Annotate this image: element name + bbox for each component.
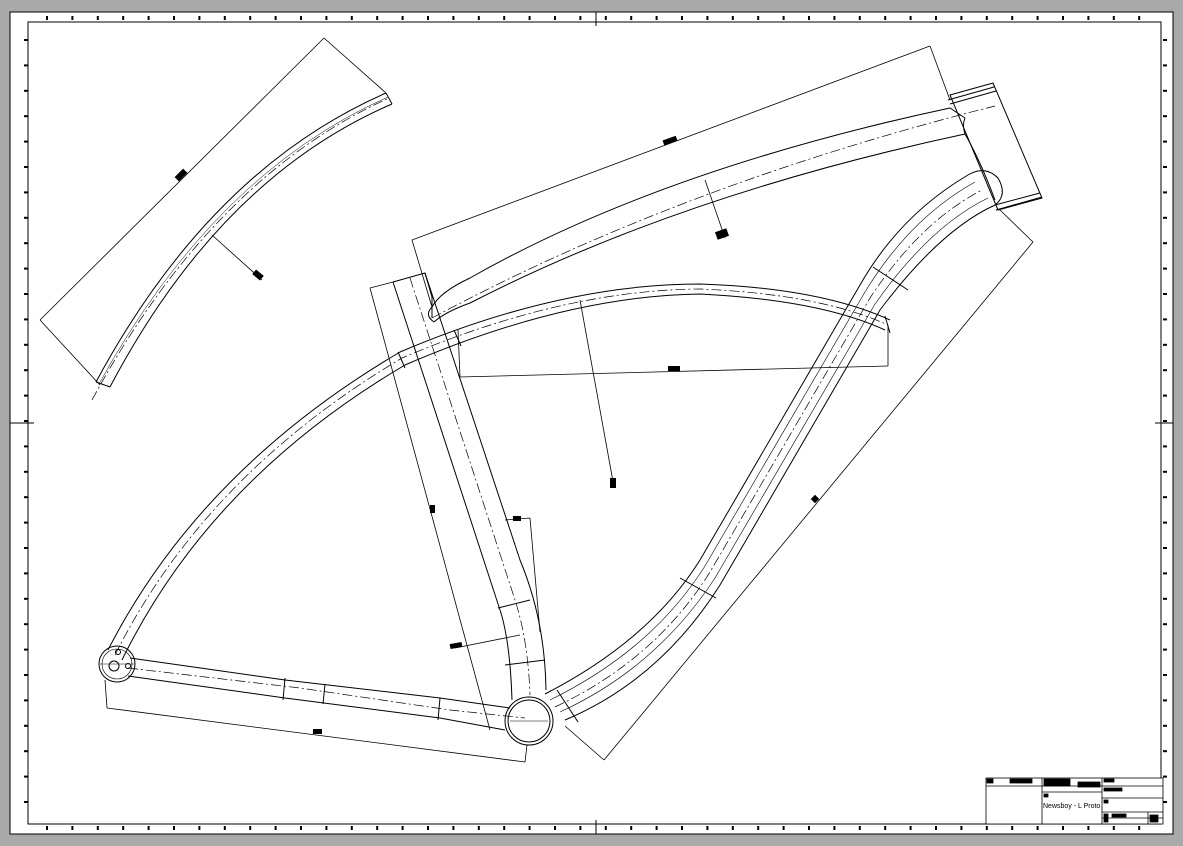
dimension-label-redacted bbox=[662, 135, 678, 146]
rear-dropout bbox=[98, 645, 136, 683]
dimension-label-redacted bbox=[714, 228, 730, 240]
curved-tube-detail bbox=[91, 92, 393, 401]
bottom-bracket bbox=[504, 696, 554, 746]
head-tube bbox=[947, 82, 1043, 211]
chain-stay bbox=[127, 657, 526, 731]
dimension-label-redacted bbox=[174, 168, 188, 182]
dimension-lines bbox=[39, 37, 1034, 763]
title-block bbox=[985, 777, 1164, 825]
seat-stay bbox=[107, 283, 891, 661]
center-marks bbox=[10, 12, 1173, 834]
dimension-label-redacted bbox=[252, 269, 264, 281]
dimension-label-redacted bbox=[610, 478, 616, 488]
dimension-label-redacted bbox=[449, 641, 463, 650]
frame-geometry bbox=[91, 82, 1043, 746]
border-ticks bbox=[24, 16, 1167, 830]
dimension-label-redacted bbox=[313, 729, 322, 734]
dimension-label-redacted bbox=[668, 366, 680, 371]
down-tube bbox=[544, 170, 1003, 723]
title-block-title: Newsboy - L Proto bbox=[1043, 803, 1100, 810]
dimension-label-redacted bbox=[430, 505, 435, 513]
dimension-labels bbox=[174, 135, 820, 734]
dimension-label-redacted bbox=[810, 494, 820, 504]
paper bbox=[9, 11, 1174, 835]
dimension-label-redacted bbox=[513, 516, 521, 521]
top-tube bbox=[428, 105, 996, 323]
seat-tube bbox=[392, 272, 547, 701]
